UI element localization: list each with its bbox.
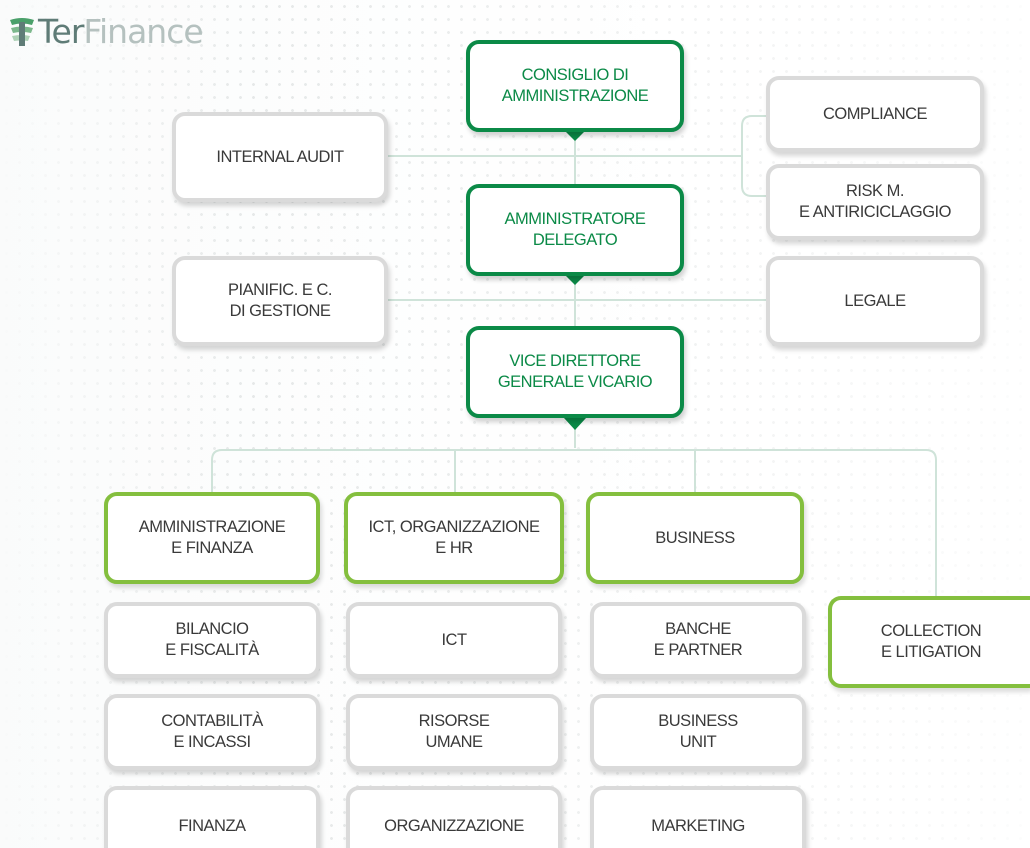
logo-text-finance: Finance [83, 12, 203, 51]
unit-box: BILANCIO E FISCALITÀ [104, 602, 320, 678]
ceo-box: AMMINISTRATORE DELEGATO [466, 184, 684, 276]
internal-audit-box: INTERNAL AUDIT [172, 112, 388, 202]
admin-finance-division-box: AMMINISTRAZIONE E FINANZA [104, 492, 320, 584]
ict-org-hr-division-box: ICT, ORGANIZZAZIONE E HR [344, 492, 564, 584]
unit-box: CONTABILITÀ E INCASSI [104, 694, 320, 770]
unit-box: BANCHE E PARTNER [590, 602, 806, 678]
unit-box: FINANZA [104, 786, 320, 848]
risk-management-box: RISK M. E ANTIRICICLAGGIO [766, 164, 984, 240]
compliance-box: COMPLIANCE [766, 76, 984, 152]
unit-box: ICT [346, 602, 562, 678]
unit-box: MARKETING [590, 786, 806, 848]
legal-box: LEGALE [766, 256, 984, 346]
board-of-directors-box: CONSIGLIO DI AMMINISTRAZIONE [466, 40, 684, 132]
logo-mark-icon [10, 18, 34, 46]
terfinance-logo: TerFinance [8, 12, 204, 52]
unit-box: ORGANIZZAZIONE [346, 786, 562, 848]
business-division-box: BUSINESS [586, 492, 804, 584]
logo-text-ter: Ter [38, 12, 84, 51]
logo-wordmark: TerFinance [38, 12, 204, 52]
unit-box: BUSINESS UNIT [590, 694, 806, 770]
unit-box: RISORSE UMANE [346, 694, 562, 770]
deputy-general-manager-box: VICE DIRETTORE GENERALE VICARIO [466, 326, 684, 418]
collection-litigation-box: COLLECTION E LITIGATION [828, 596, 1030, 688]
planning-control-box: PIANIFIC. E C. DI GESTIONE [172, 256, 388, 346]
